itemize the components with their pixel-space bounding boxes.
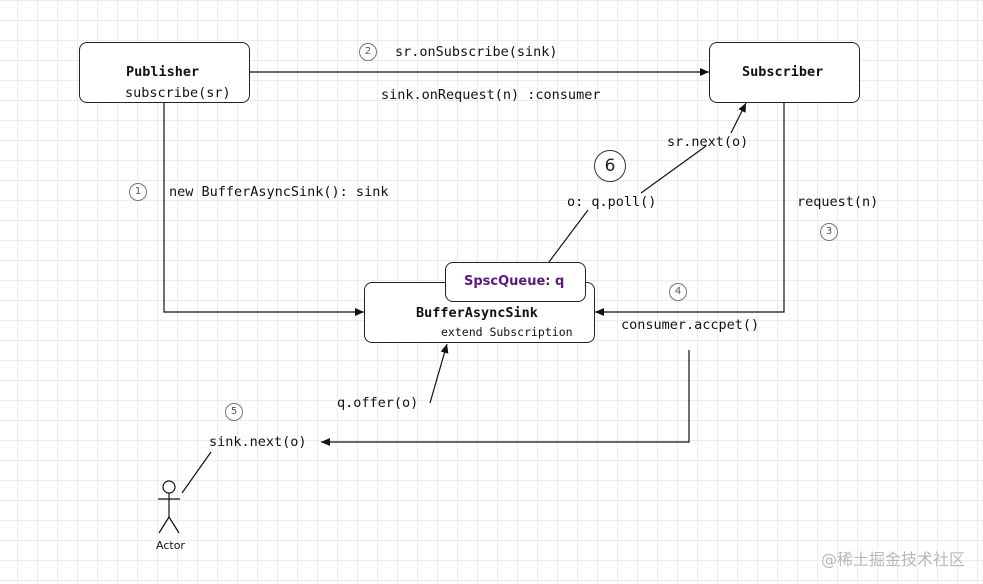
actor-figure [158, 480, 180, 534]
step-4-badge: 4 [669, 283, 687, 301]
new-sink-label: new BufferAsyncSink(): sink [169, 184, 389, 200]
buffer-sink-subtitle: extend Subscription [441, 325, 573, 339]
watermark: @稀土掘金技术社区 [820, 550, 965, 569]
publisher-title: Publisher [126, 64, 200, 80]
request-label: request(n) [797, 194, 879, 210]
consumer-accept-label: consumer.accpet() [621, 317, 760, 333]
buffer-sink-title: BufferAsyncSink [416, 305, 538, 321]
poll-label: o: q.poll() [567, 194, 657, 210]
on-subscribe-label: sr.onSubscribe(sink) [395, 44, 558, 60]
step-1-badge: 1 [129, 183, 147, 201]
edge-request [595, 102, 785, 316]
publisher-subtitle: subscribe(sr) [125, 85, 231, 101]
edge-poll-link [548, 209, 589, 263]
publisher-node: Publisher subscribe(sr) [79, 42, 250, 103]
step-2-badge: 2 [359, 43, 377, 61]
step-5-badge: 5 [225, 403, 243, 421]
step-3-badge: 3 [820, 223, 838, 241]
spsc-queue-title: SpscQueue: q [464, 274, 565, 289]
on-request-label: sink.onRequest(n) :consumer [381, 87, 601, 103]
step-6-badge: 6 [594, 150, 626, 182]
edge-sr-next [730, 102, 747, 134]
subscriber-node: Subscriber [709, 42, 860, 103]
edge-new-sink [163, 102, 364, 316]
edge-consumer-accept [321, 350, 690, 446]
sr-next-label: sr.next(o) [667, 134, 749, 150]
edge-actor [181, 451, 212, 494]
spsc-queue-node: SpscQueue: q [445, 262, 586, 302]
offer-label: q.offer(o) [337, 395, 419, 411]
actor-label: Actor [156, 539, 185, 552]
edge-offer [429, 343, 449, 404]
sink-next-label: sink.next(o) [209, 434, 307, 450]
edge-poll-next [640, 145, 707, 194]
subscriber-title: Subscriber [742, 64, 824, 80]
